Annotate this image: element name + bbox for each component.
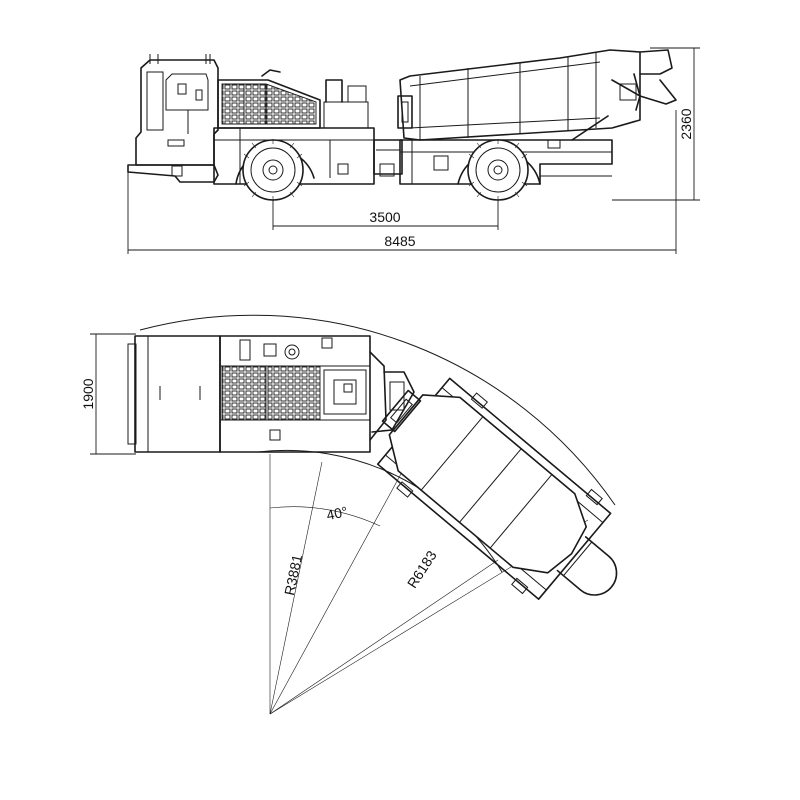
mixer-unit-top bbox=[376, 377, 618, 600]
front-unit-top bbox=[127, 335, 387, 453]
side-dimensions: 3500 8485 2360 bbox=[127, 47, 700, 254]
front-bumper bbox=[127, 164, 219, 183]
side-view: 3500 8485 2360 bbox=[127, 47, 700, 254]
overall-height-dimension: 2360 bbox=[678, 108, 694, 139]
step bbox=[171, 165, 183, 177]
inner-radius-label: R3881 bbox=[281, 553, 305, 597]
turning-arcs bbox=[139, 314, 616, 573]
mixer-drum bbox=[397, 49, 677, 141]
articulation-joint bbox=[373, 139, 403, 177]
front-wheel bbox=[235, 139, 315, 201]
angle-label: 40° bbox=[325, 503, 349, 523]
width-dimension: 1900 bbox=[80, 378, 96, 409]
outer-radius-label: R6183 bbox=[404, 547, 440, 590]
wheelbase-dimension: 3500 bbox=[369, 209, 400, 225]
rear-wheel bbox=[467, 139, 529, 201]
top-view: 1900 40° R3881 R6183 bbox=[80, 314, 618, 715]
operator-cab bbox=[135, 54, 219, 166]
overall-length-dimension: 8485 bbox=[384, 233, 415, 249]
